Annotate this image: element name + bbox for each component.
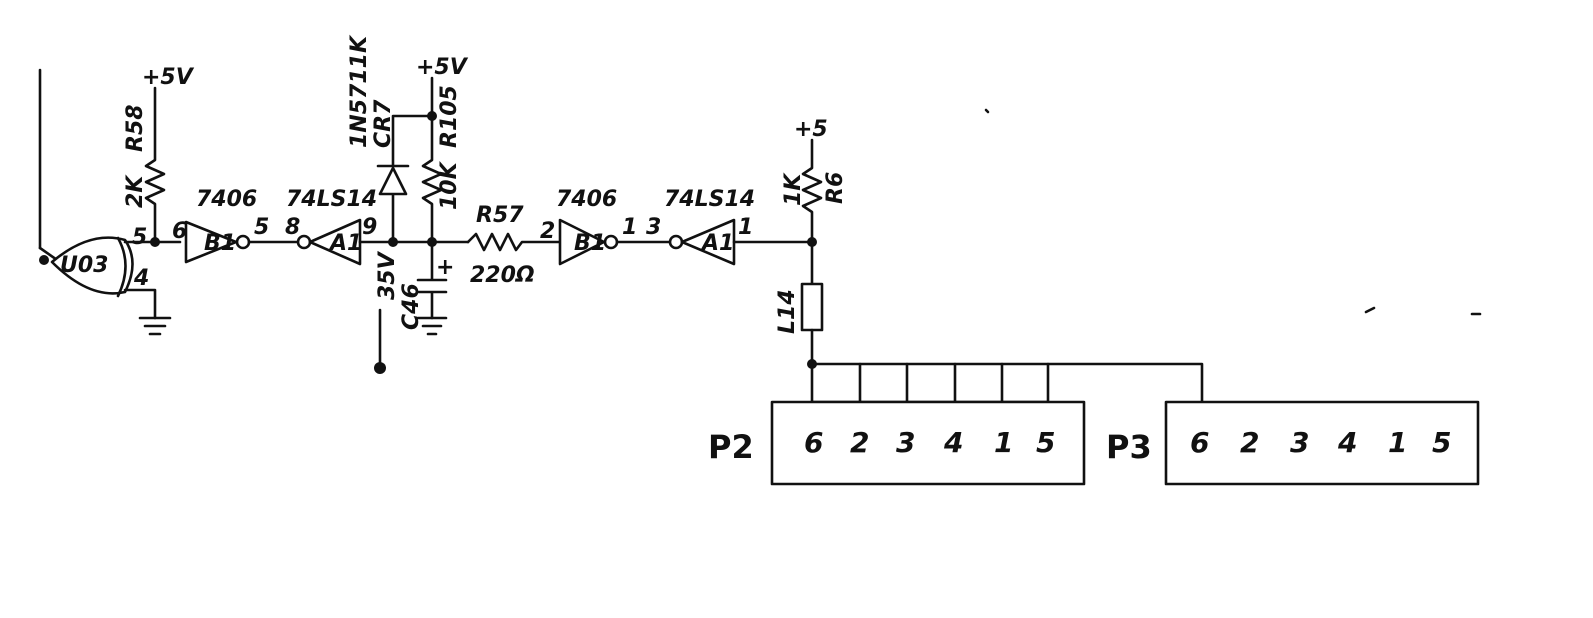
connector-p3: P3 6 2 3 4 1 5 bbox=[1106, 400, 1480, 486]
p3-pin: 2 bbox=[1240, 426, 1259, 459]
inverter-a1-bubble bbox=[296, 234, 312, 250]
connector-p2-body bbox=[770, 400, 1086, 486]
r57-value: 220Ω bbox=[470, 263, 535, 288]
gate-u3-label: U03 bbox=[60, 253, 108, 278]
p2-pin: 5 bbox=[1036, 426, 1055, 459]
capacitor-c46: + 35V C46 bbox=[374, 240, 454, 374]
connector-p2-label: P2 bbox=[708, 428, 754, 466]
buffer-b1-2-bubble bbox=[603, 234, 619, 250]
buffer-b1-part: 7406 bbox=[196, 187, 257, 212]
inductor-body bbox=[800, 282, 824, 332]
resistor-r58: +5V R58 2K bbox=[123, 65, 195, 247]
p2-pin: 4 bbox=[943, 426, 963, 459]
inverter-a1-first: 74LS14 8 A1 9 bbox=[285, 187, 470, 266]
connector-bus bbox=[810, 362, 1204, 404]
resistor-r6: +5 1K R6 bbox=[781, 117, 848, 247]
ground-gate bbox=[123, 288, 172, 336]
inverter-a1-part: 74LS14 bbox=[286, 187, 377, 212]
p3-pin: 1 bbox=[1388, 426, 1407, 459]
buffer-b1-2-part: 7406 bbox=[556, 187, 617, 212]
capacitor-plus-mark: + bbox=[436, 255, 454, 280]
buffer-b1-2-ref: B1 bbox=[574, 231, 606, 256]
supply-label-5v-b: +5V bbox=[416, 55, 469, 80]
inverter-a1-2-bubble bbox=[668, 234, 684, 250]
buffer-b1-2-pin-out: 1 bbox=[622, 215, 637, 240]
p3-pin: 6 bbox=[1190, 426, 1209, 459]
r58-ref: R58 bbox=[123, 104, 148, 152]
inverter-a1-2-pin-out: 1 bbox=[738, 215, 753, 240]
resistor-r105: +5V R105 10K bbox=[416, 55, 469, 247]
inverter-a1-second: 74LS14 3 A1 1 bbox=[646, 187, 814, 266]
buffer-b1-triangle bbox=[184, 220, 238, 264]
p3-pin: 3 bbox=[1290, 426, 1309, 459]
scan-specks bbox=[984, 108, 1482, 316]
buffer-b1-2-triangle bbox=[558, 218, 606, 266]
r6-ref: R6 bbox=[823, 172, 848, 204]
buffer-b1-2-pin-in: 2 bbox=[540, 219, 555, 244]
diode-cr7-part: 1N5711K bbox=[347, 34, 372, 148]
buffer-b1-ref: B1 bbox=[204, 231, 236, 256]
ground-icon-c46 bbox=[416, 316, 448, 336]
r105-value: 10K bbox=[437, 160, 462, 210]
inverter-a1-2-part: 74LS14 bbox=[664, 187, 755, 212]
ground-icon bbox=[138, 316, 172, 336]
gate-u3-pin-in: 4 bbox=[133, 266, 149, 291]
r58-value: 2K bbox=[123, 174, 148, 208]
connector-p2: P2 6 2 3 4 1 5 bbox=[708, 400, 1086, 486]
p2-pin: 2 bbox=[850, 426, 869, 459]
p2-pin: 3 bbox=[896, 426, 915, 459]
p2-pin: 6 bbox=[804, 426, 823, 459]
diode-icon bbox=[378, 166, 408, 196]
r6-value: 1K bbox=[781, 172, 806, 206]
buffer-b1-pin-out: 5 bbox=[254, 215, 269, 240]
resistor-r57: R57 220Ω bbox=[466, 203, 562, 288]
inverter-a1-2-pin-in: 3 bbox=[646, 215, 661, 240]
inverter-a1-2-ref: A1 bbox=[700, 231, 734, 256]
xor-gate-u3: U03 4 5 bbox=[38, 68, 149, 298]
buffer-b1: 7406 6 B1 5 bbox=[172, 187, 300, 264]
inverter-a1-pin-out: 9 bbox=[362, 215, 377, 240]
c46-value: 35V bbox=[375, 250, 400, 300]
supply-label-5v-a: +5V bbox=[142, 65, 195, 90]
connector-p3-label: P3 bbox=[1106, 428, 1152, 466]
connector-p3-body bbox=[1164, 400, 1480, 486]
gate-output-pin: 5 bbox=[132, 225, 147, 250]
inverter-a1-pin-in: 8 bbox=[285, 215, 300, 240]
buffer-b1-bubble bbox=[235, 234, 251, 250]
c46-ref: C46 bbox=[399, 283, 424, 330]
r105-ref: R105 bbox=[437, 85, 462, 148]
inverter-a1-ref: A1 bbox=[328, 231, 362, 256]
l14-ref: L14 bbox=[775, 289, 800, 334]
r57-ref: R57 bbox=[476, 203, 524, 228]
p3-pin: 4 bbox=[1337, 426, 1357, 459]
p3-pin: 5 bbox=[1432, 426, 1451, 459]
p2-pin: 1 bbox=[994, 426, 1013, 459]
buffer-b1-second: 7406 2 B1 1 bbox=[540, 187, 672, 266]
inductor-l14: L14 bbox=[775, 240, 824, 369]
diode-cr7: 1N5711K CR7 bbox=[347, 34, 434, 247]
supply-label-5-c: +5 bbox=[794, 117, 828, 142]
buffer-b1-pin-in: 6 bbox=[172, 219, 187, 244]
xor-gate-body bbox=[50, 236, 134, 295]
